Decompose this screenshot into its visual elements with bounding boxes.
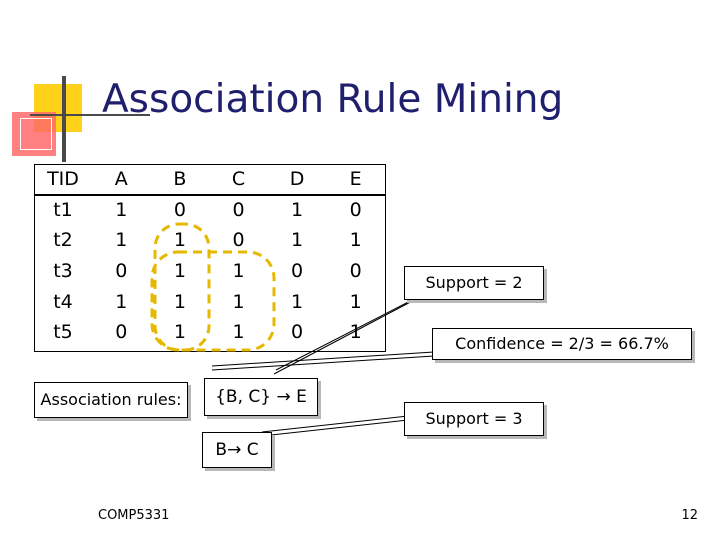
cell: 1	[349, 229, 362, 251]
cell-tid: t5	[53, 321, 73, 343]
cell: 0	[173, 199, 186, 221]
cell: 1	[173, 229, 186, 251]
cell-tid: t1	[53, 199, 73, 221]
table-header-row: TID A B C D E	[34, 164, 386, 194]
association-rules-label: Association rules:	[34, 382, 188, 418]
decor-red-square	[12, 112, 56, 156]
callout-line-confidence	[211, 355, 435, 371]
cell: 0	[232, 199, 245, 221]
table-row: t5 0 1 1 0 1	[34, 317, 386, 347]
confidence-callout: Confidence = 2/3 = 66.7%	[432, 328, 692, 360]
page-number: 12	[681, 508, 698, 523]
cell: 1	[232, 260, 245, 282]
table-row: t3 0 1 1 0 0	[34, 256, 386, 286]
cell-tid: t4	[53, 291, 73, 313]
cell: 1	[349, 291, 362, 313]
cell: 1	[291, 291, 304, 313]
table-row: t2 1 1 0 1 1	[34, 225, 386, 255]
header-tid: TID	[47, 168, 79, 190]
footer-course: COMP5331	[98, 508, 170, 523]
transaction-table: TID A B C D E t1 1 0 0 1 0 t2 1 1 0 1 1 …	[34, 164, 386, 352]
cell: 0	[115, 260, 128, 282]
decor-vertical-line	[62, 76, 66, 162]
cell: 1	[173, 291, 186, 313]
decor-horizontal-line	[30, 114, 150, 116]
table-frame	[34, 164, 386, 352]
cell: 1	[349, 321, 362, 343]
table-header-divider	[34, 194, 386, 196]
cell: 1	[115, 291, 128, 313]
cell: 0	[349, 199, 362, 221]
rule-b-to-c: B→ C	[202, 432, 272, 468]
header-c: C	[231, 168, 246, 190]
header-e: E	[349, 168, 362, 190]
cell: 0	[232, 229, 245, 251]
cell: 1	[291, 199, 304, 221]
table-row: t1 1 0 0 1 0	[34, 195, 386, 225]
header-d: D	[289, 168, 305, 190]
cell: 0	[115, 321, 128, 343]
cell: 1	[115, 229, 128, 251]
slide-title: Association Rule Mining	[102, 77, 564, 122]
cell: 1	[173, 321, 186, 343]
cell: 1	[173, 260, 186, 282]
header-b: B	[173, 168, 187, 190]
cell-tid: t3	[53, 260, 73, 282]
rule-bc-to-e: {B, C} → E	[204, 378, 318, 416]
callout-line-support3	[261, 419, 409, 437]
cell: 1	[291, 229, 304, 251]
cell: 1	[232, 321, 245, 343]
header-a: A	[114, 168, 128, 190]
cell: 0	[349, 260, 362, 282]
decor-red-square-outline	[20, 118, 52, 150]
support-3-callout: Support = 3	[404, 402, 544, 436]
cell: 0	[291, 321, 304, 343]
cell: 0	[291, 260, 304, 282]
cell-tid: t2	[53, 229, 73, 251]
callout-line-support3	[261, 415, 409, 433]
cell: 1	[232, 291, 245, 313]
table-row: t4 1 1 1 1 1	[34, 287, 386, 317]
support-2-callout: Support = 2	[404, 266, 544, 300]
callout-line-confidence	[211, 351, 435, 367]
cell: 1	[115, 199, 128, 221]
